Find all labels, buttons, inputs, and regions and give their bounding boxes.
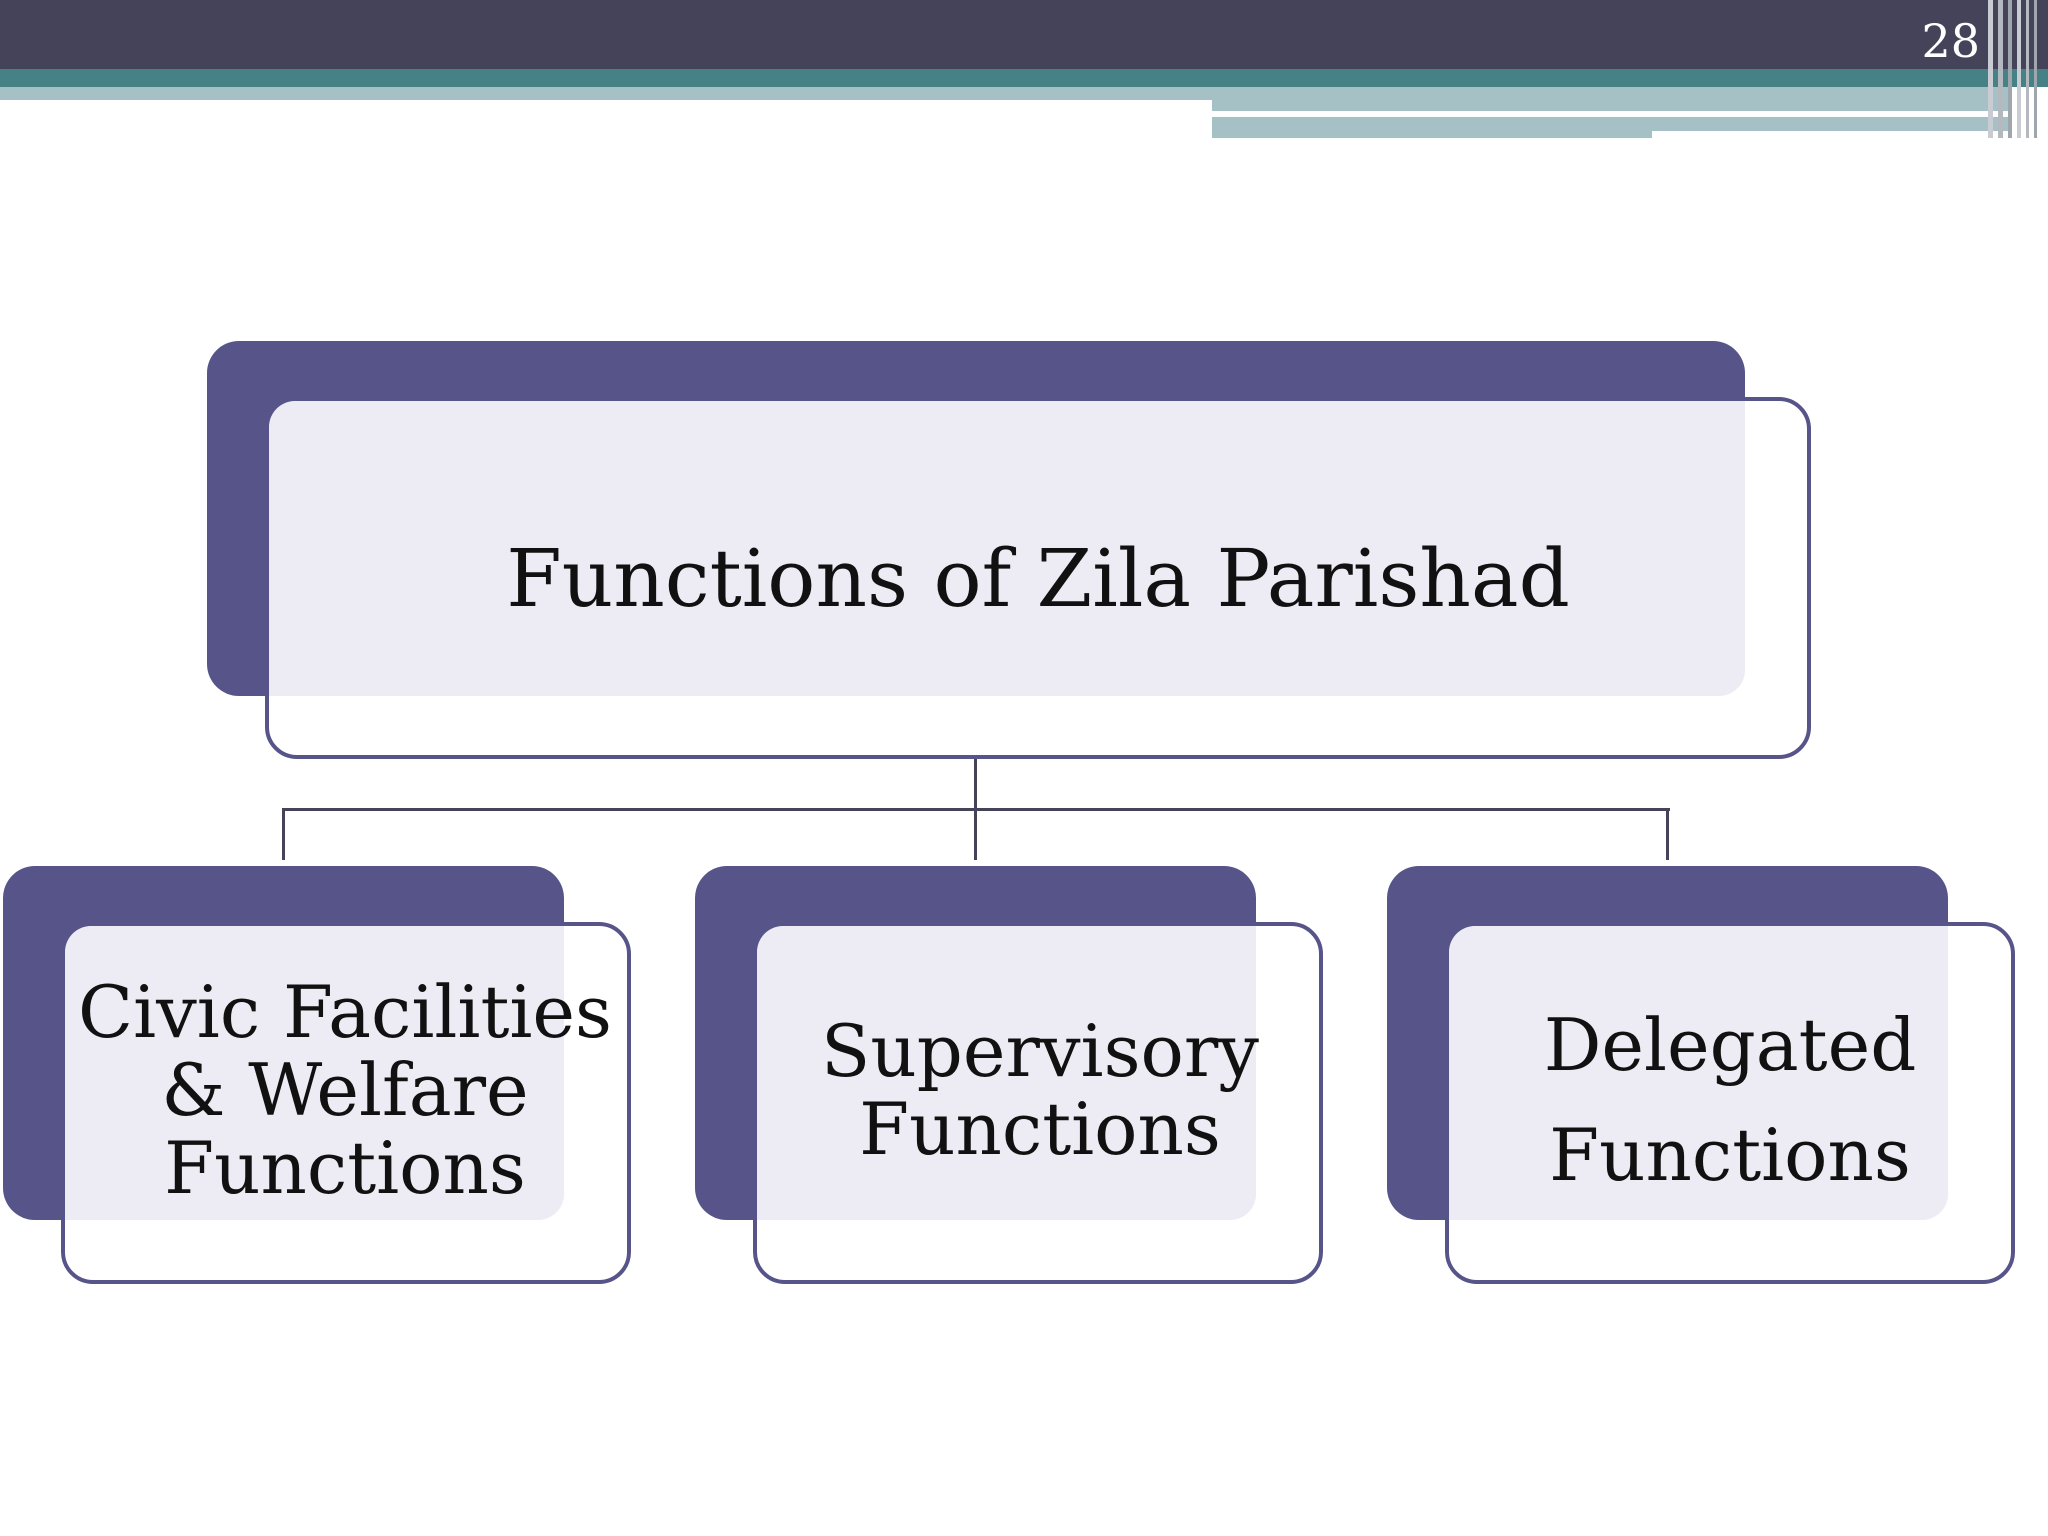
header-stripe xyxy=(2008,0,2012,138)
child-node-label-line: Civic Facilities xyxy=(78,970,612,1054)
header-divider-line xyxy=(1212,112,1897,117)
header-band-light-lower xyxy=(1212,117,1652,138)
header-band-light-lower-2 xyxy=(1652,117,2008,131)
root-node-label: Functions of Zila Parishad xyxy=(506,531,1570,625)
child-node-label-line: Supervisory xyxy=(821,1009,1259,1093)
child-node-label-line: Delegated xyxy=(1543,1003,1917,1087)
child-node-fill xyxy=(65,926,564,1220)
child-node-fill xyxy=(1449,926,1948,1220)
child-node-label: Civic Facilities & Welfare Functions xyxy=(45,960,645,1220)
header-band-dark xyxy=(0,0,2048,69)
connector-child-1 xyxy=(282,808,285,860)
child-node-label-line: Functions xyxy=(164,1126,526,1210)
header-stripe xyxy=(2034,0,2037,138)
root-node-fill xyxy=(269,401,1745,696)
connector-child-3 xyxy=(1666,808,1669,860)
child-node-label-line: & Welfare xyxy=(161,1048,529,1132)
header-band-teal xyxy=(0,69,2048,87)
child-node-label-line: Functions xyxy=(1549,1113,1911,1197)
header-band-light-right xyxy=(1212,87,2012,111)
header-band-light-left xyxy=(0,87,1212,100)
child-node-label: Supervisory Functions xyxy=(760,970,1320,1210)
connector-child-2 xyxy=(974,808,977,860)
header-stripe xyxy=(1998,0,2003,138)
child-node-fill xyxy=(757,926,1256,1220)
header-stripe xyxy=(2026,0,2029,138)
child-node-label-line: Functions xyxy=(859,1087,1221,1171)
connector-root-vertical xyxy=(974,700,977,860)
header-stripe xyxy=(2017,0,2021,138)
child-node-label: Delegated Functions xyxy=(1450,980,2010,1220)
header-stripe xyxy=(1988,0,1993,138)
slide-number: 28 xyxy=(1921,14,1980,68)
